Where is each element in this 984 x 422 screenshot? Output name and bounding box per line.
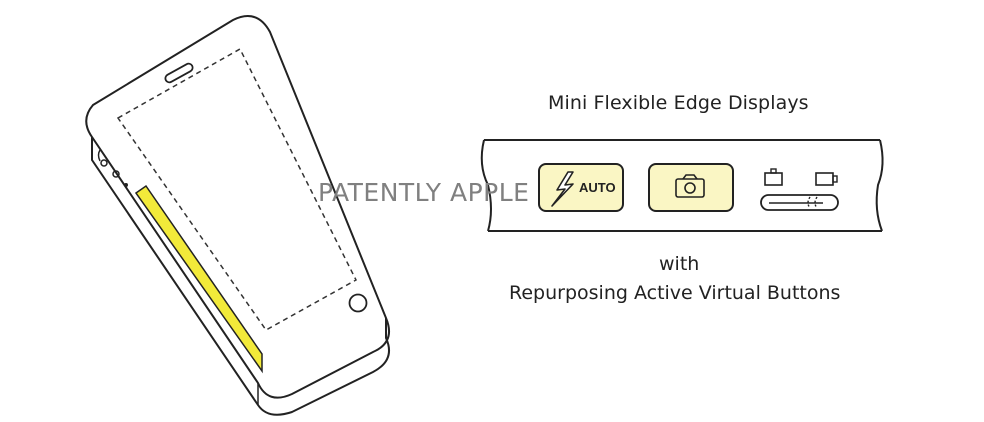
watermark-text: PATENTLY APPLE <box>318 178 530 207</box>
camera-icon <box>675 178 705 198</box>
side-button <box>97 149 101 162</box>
edge-display-strip <box>134 184 263 374</box>
slider-toggle-icon[interactable] <box>760 194 839 211</box>
home-button-icon <box>348 293 368 313</box>
phone-body <box>85 15 390 399</box>
lightning-bolt-icon <box>551 171 574 207</box>
side-port-2 <box>112 170 120 178</box>
phone-side <box>91 137 390 416</box>
auto-flash-button[interactable] <box>538 163 624 212</box>
camera-icon-top <box>682 174 698 180</box>
battery-icon-tip <box>770 168 777 174</box>
battery-icon <box>764 172 783 186</box>
slider-knob <box>807 196 818 209</box>
camera-lens <box>684 182 696 194</box>
panel-left-break <box>480 139 492 232</box>
figure-title: Mini Flexible Edge Displays <box>548 92 809 114</box>
side-port-3 <box>124 183 128 187</box>
panel-right-break <box>875 139 884 232</box>
auto-label: AUTO <box>579 180 616 195</box>
side-port-1 <box>100 159 108 167</box>
camera-button[interactable] <box>648 163 734 212</box>
figure-subtitle-line1: with <box>659 253 700 275</box>
figure-subtitle-line2: Repurposing Active Virtual Buttons <box>509 282 841 304</box>
battery-small-icon-tip <box>832 175 838 183</box>
speaker-slot <box>164 62 194 84</box>
screen-area <box>116 47 357 331</box>
battery-small-icon <box>815 172 834 186</box>
